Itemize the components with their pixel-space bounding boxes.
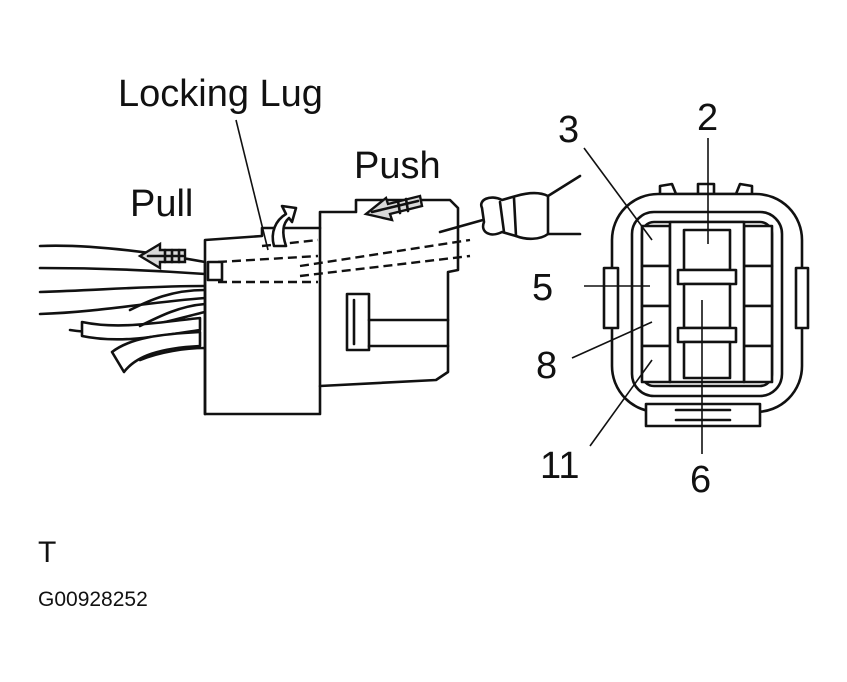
pull-arrow bbox=[137, 241, 187, 271]
push-label: Push bbox=[354, 145, 441, 187]
cavity-grid bbox=[640, 220, 774, 384]
connector-side-view bbox=[38, 119, 582, 416]
locking-lug-label: Locking Lug bbox=[118, 73, 323, 115]
wire-harness bbox=[38, 244, 207, 374]
push-arrow bbox=[363, 194, 424, 222]
figure-code: G00928252 bbox=[38, 588, 148, 611]
pull-label: Pull bbox=[130, 183, 193, 225]
terminal-leaders bbox=[571, 138, 709, 454]
terminal-11-label: 11 bbox=[540, 445, 579, 487]
terminal-8-label: 8 bbox=[536, 345, 557, 387]
terminal-5-label: 5 bbox=[532, 267, 553, 309]
locking-lug-leader bbox=[235, 119, 269, 251]
locking-lug-arrow bbox=[271, 204, 298, 248]
service-probe bbox=[438, 174, 582, 241]
view-mark: T bbox=[38, 536, 56, 569]
terminal-3-label: 3 bbox=[558, 109, 579, 151]
terminal-2-label: 2 bbox=[697, 97, 718, 139]
terminal-6-label: 6 bbox=[690, 459, 711, 501]
connector-front-view bbox=[571, 138, 810, 454]
connector-body bbox=[203, 198, 471, 416]
